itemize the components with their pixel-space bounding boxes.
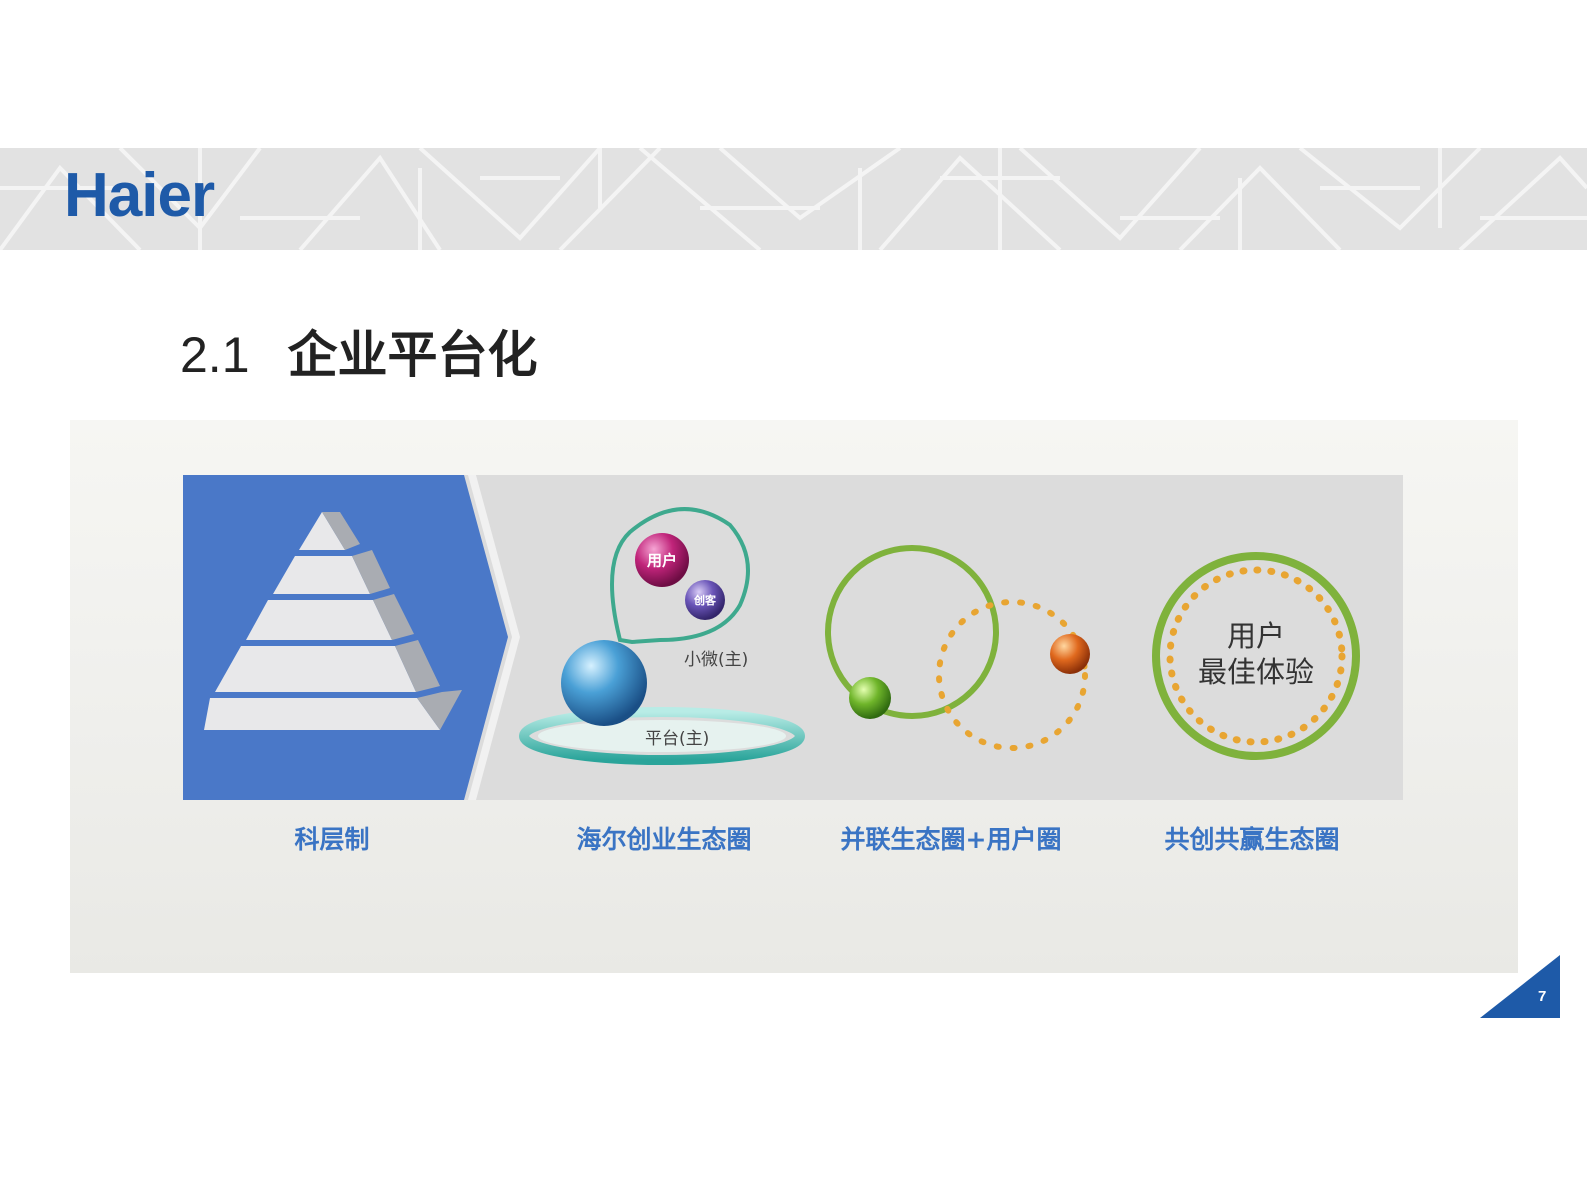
caption-cocreation: 共创共赢生态圈 <box>1164 825 1340 854</box>
header-banner <box>0 148 1587 250</box>
center-line-2: 最佳体验 <box>1197 655 1315 689</box>
section-number: 2.1 <box>180 327 250 383</box>
center-line-1: 用户 <box>1226 619 1286 653</box>
green-node <box>849 677 891 719</box>
platform-label: 平台(主) <box>645 729 710 749</box>
parallel-circles-illustration <box>825 545 1090 751</box>
ecosystem-illustration <box>519 507 805 765</box>
inner-dotted-ring <box>1166 566 1346 746</box>
cocreation-illustration <box>1152 552 1360 760</box>
page-number: 7 <box>1538 988 1547 1005</box>
user-ring-dotted <box>936 599 1088 751</box>
maker-bubble <box>685 580 725 620</box>
micro-label: 小微(主) <box>684 650 749 670</box>
user-bubble-label: 用户 <box>646 551 678 570</box>
platform-ring <box>519 707 805 765</box>
caption-hierarchy: 科层制 <box>294 825 370 854</box>
caption-parallel: 并联生态圈+用户圈 <box>840 825 1062 854</box>
maker-bubble-label: 创客 <box>694 594 716 607</box>
banner-pattern <box>0 148 1587 250</box>
outer-green-ring <box>1152 552 1360 760</box>
haier-logo: Haier <box>64 161 215 230</box>
user-bubble <box>635 533 689 587</box>
section-title: 企业平台化 <box>287 326 538 384</box>
page-corner-triangle <box>1480 955 1560 1018</box>
best-experience-text: 用户 最佳体验 <box>1198 618 1314 690</box>
pyramid-icon <box>204 512 462 730</box>
orange-node <box>1050 634 1090 674</box>
platform-sphere <box>561 640 647 726</box>
speech-bubble-outline <box>610 507 750 645</box>
parallel-ring <box>825 545 999 719</box>
caption-entrepreneurship: 海尔创业生态圈 <box>576 825 752 854</box>
